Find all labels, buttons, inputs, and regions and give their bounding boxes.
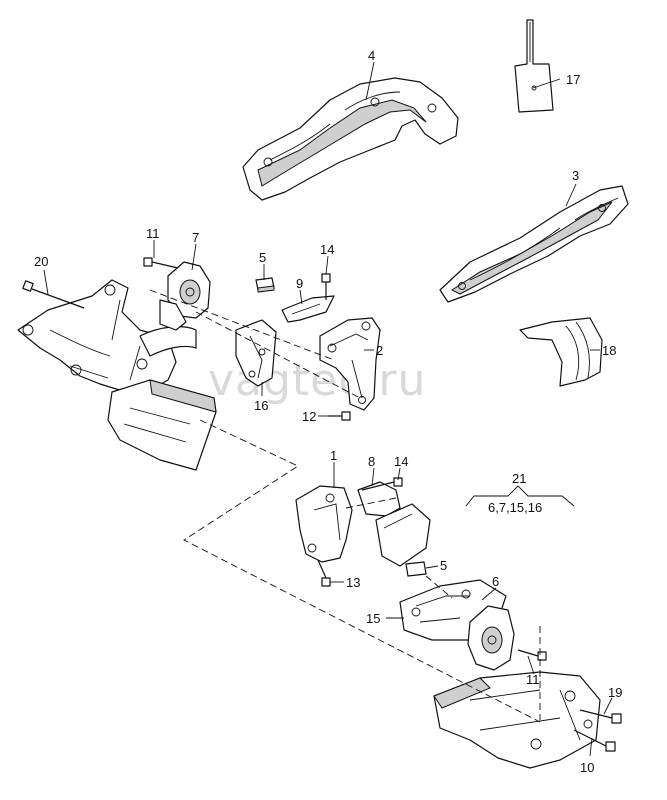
part-5-upper-cap <box>255 277 275 293</box>
callout-8: 8 <box>368 454 375 469</box>
callout-11-upper: 11 <box>146 226 160 241</box>
callout-20: 20 <box>34 254 48 269</box>
callout-18: 18 <box>602 343 616 358</box>
part-8-mount <box>357 481 431 567</box>
leader-lines <box>43 61 613 757</box>
dashed-assembly-lines <box>149 289 541 723</box>
callout-12: 12 <box>302 409 316 424</box>
part-20-bolt <box>22 280 85 309</box>
part-11-lower-bolt <box>517 649 547 661</box>
callouts: 17 4 3 18 20 11 7 5 9 14 2 16 12 1 8 14 … <box>34 48 622 775</box>
callout-9: 9 <box>296 276 303 291</box>
callout-5-upper: 5 <box>259 250 266 265</box>
callout-2: 2 <box>376 343 383 358</box>
part-19-bolt <box>579 709 622 724</box>
callout-4: 4 <box>368 48 375 63</box>
part-6-mount <box>467 605 515 671</box>
part-5-lower-cap <box>405 561 427 577</box>
kit-contents: 6,7,15,16 <box>488 500 542 515</box>
callout-14-lower: 14 <box>394 454 408 469</box>
callout-5-lower: 5 <box>440 558 447 573</box>
callout-17: 17 <box>566 72 580 87</box>
callout-7: 7 <box>192 230 199 245</box>
callout-10: 10 <box>580 760 594 775</box>
callout-1: 1 <box>330 448 337 463</box>
callout-11-lower: 11 <box>526 672 540 687</box>
lower-subframe <box>433 671 601 769</box>
callout-3: 3 <box>572 168 579 183</box>
part-9-shim <box>281 295 335 323</box>
callout-13: 13 <box>346 575 360 590</box>
part-2-bracket <box>319 317 381 411</box>
part-7-mount <box>159 261 211 331</box>
part-17-tag <box>514 19 554 113</box>
callout-15: 15 <box>366 611 380 626</box>
part-18-shield <box>519 317 603 387</box>
upper-subframe <box>17 279 217 471</box>
callout-6: 6 <box>492 574 499 589</box>
part-3-heat-shield <box>439 185 629 303</box>
callout-16: 16 <box>254 398 268 413</box>
part-12-bolt <box>328 411 351 421</box>
part-10-bolt <box>573 729 616 752</box>
part-16-bracket <box>235 319 277 387</box>
part-4-heat-shield <box>242 77 459 201</box>
part-13-bolt <box>317 559 331 587</box>
part-1-bracket <box>295 485 353 563</box>
callout-14-upper: 14 <box>320 242 334 257</box>
part-11-upper-bolt <box>143 257 179 269</box>
callout-21: 21 <box>512 471 526 486</box>
callout-19: 19 <box>608 685 622 700</box>
